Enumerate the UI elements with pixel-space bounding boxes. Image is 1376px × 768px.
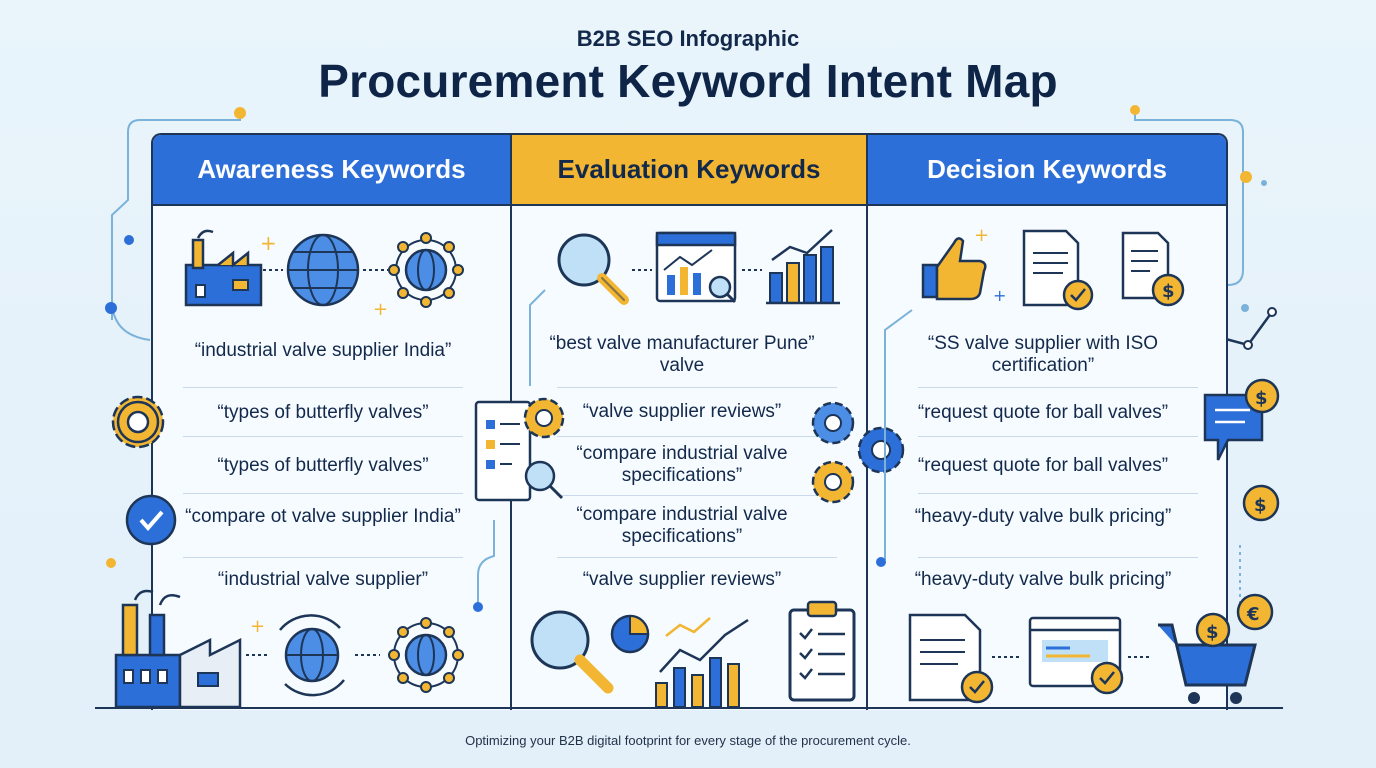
- evaluation-heading: Evaluation Keywords: [512, 135, 866, 206]
- keyword-item: “types of butterfly valves”: [217, 455, 429, 476]
- awareness-heading: Awareness Keywords: [153, 135, 510, 206]
- infographic-title: Procurement Keyword Intent Map: [318, 55, 1058, 107]
- svg-text:+: +: [974, 225, 989, 246]
- infographic-subtitle: B2B SEO Infographic: [576, 26, 800, 51]
- keyword-board: Awareness Keywords “industrial valve sup…: [151, 133, 1228, 710]
- keyword-item: “compare ot valve supplier India”: [185, 506, 461, 527]
- analytics-dashboard-icon: [655, 231, 737, 304]
- keyword-item: “heavy-duty valve bulk pricing”: [914, 506, 1172, 527]
- keyword-item: “industrial valve supplier India”: [194, 340, 452, 361]
- evaluation-top-icons: [557, 229, 840, 305]
- dollar-coin-icon: $: [1244, 378, 1280, 414]
- invoice-dollar-icon: $: [1121, 231, 1185, 307]
- keyword-item: “SS valve supplier with ISO certificatio…: [927, 333, 1159, 376]
- svg-text:$: $: [1255, 388, 1268, 409]
- keyword-item: “request quote for ball valves”: [917, 402, 1169, 423]
- decision-top-icons: + + $: [921, 225, 1185, 311]
- thumbs-up-icon: [921, 237, 987, 301]
- globe-icon: [286, 233, 360, 307]
- keyword-item: “heavy-duty valve bulk pricing”: [914, 569, 1172, 590]
- awareness-column: Awareness Keywords “industrial valve sup…: [153, 135, 512, 710]
- magnifier-icon: [557, 233, 629, 305]
- network-globe-icon: [388, 232, 464, 308]
- keyword-item: “best valve manufacturer Pune” valve: [549, 333, 815, 376]
- keyword-item: “industrial valve supplier”: [217, 569, 429, 590]
- approved-document-icon: [1022, 229, 1094, 311]
- keyword-item: “valve supplier reviews”: [582, 569, 782, 590]
- svg-text:$: $: [1254, 495, 1267, 516]
- keyword-item: “compare industrial valve specifications…: [576, 443, 788, 486]
- svg-text:+: +: [373, 299, 388, 320]
- svg-text:+: +: [260, 231, 277, 255]
- awareness-top-icons: + +: [184, 229, 464, 320]
- ground-line: [95, 707, 1283, 709]
- decision-column: Decision Keywords “SS valve supplier wit…: [868, 135, 1226, 710]
- svg-text:€: €: [1246, 604, 1260, 625]
- keyword-item: “compare industrial valve specifications…: [576, 504, 788, 547]
- keyword-item: “valve supplier reviews”: [582, 401, 782, 422]
- keyword-item: “types of butterfly valves”: [217, 402, 429, 423]
- evaluation-column: Evaluation Keywords “best valve manufact…: [512, 135, 868, 710]
- dollar-coin-icon: $: [1242, 484, 1280, 522]
- keyword-item: “request quote for ball valves”: [917, 455, 1169, 476]
- decision-heading: Decision Keywords: [868, 135, 1226, 206]
- svg-text:+: +: [993, 286, 1006, 305]
- factory-icon: [184, 229, 263, 307]
- bar-chart-icon: [766, 229, 840, 305]
- svg-text:$: $: [1162, 281, 1175, 302]
- footer-caption: Optimizing your B2B digital footprint fo…: [465, 733, 911, 748]
